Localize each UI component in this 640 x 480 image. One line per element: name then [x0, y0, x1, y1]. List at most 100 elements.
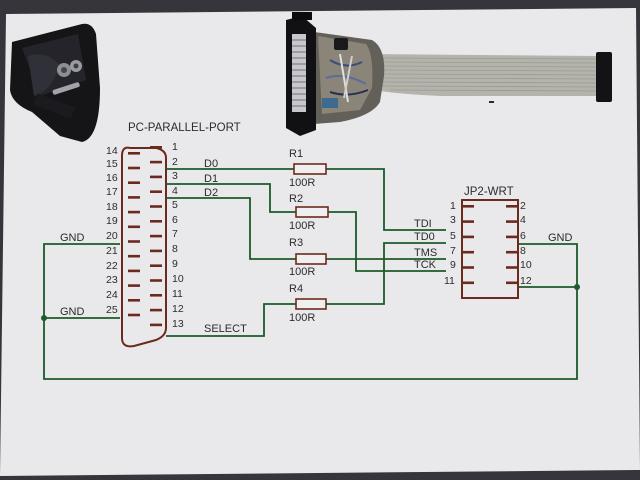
db25-pin-bar-23 — [128, 284, 140, 287]
jp2-pin-6: 6 — [520, 230, 526, 242]
jp2-pin-bars — [462, 205, 518, 285]
jp2-pin-bar-1 — [462, 205, 474, 208]
db25-pin-bar-25 — [128, 313, 140, 317]
db25-pin-bar-11 — [150, 294, 162, 297]
net-label-tms: TMS — [414, 247, 437, 259]
jp2-pin-bar-8 — [506, 250, 518, 254]
resistor-r1: R1 100R — [289, 148, 327, 189]
db25-pin-bars — [128, 146, 162, 327]
net-label-select: SELECT — [204, 323, 247, 335]
resistor-r3-value: 100R — [289, 266, 315, 278]
resistor-r1-ref: R1 — [289, 148, 303, 160]
db25-pin-7: 7 — [172, 228, 178, 240]
db25-right-pins: 1 2 3 4 5 6 7 8 9 10 11 12 13 — [172, 141, 184, 330]
db25-pin-2: 2 — [172, 156, 178, 168]
resistor-r3: R3 100R — [289, 237, 327, 278]
jp2-pin-7: 7 — [450, 245, 456, 257]
db25-pin-17: 17 — [106, 186, 118, 198]
junction-dot-right — [574, 284, 580, 290]
db25-pin-bar-9 — [150, 264, 162, 267]
jp2-pin-11: 11 — [444, 275, 455, 287]
db25-pin-12: 12 — [172, 303, 184, 315]
trace-r1-tdi — [326, 168, 446, 231]
schematic: PC-PARALLEL-PORT 14 15 16 17 18 19 20 21… — [41, 101, 580, 380]
resistor-r4: R4 100R — [289, 283, 327, 324]
jp2-pin-2: 2 — [520, 200, 526, 212]
db25-pin-9: 9 — [172, 258, 178, 270]
db25-pin-bar-7 — [150, 234, 162, 238]
resistor-r1-value: 100R — [289, 177, 315, 189]
jp2-header-symbol: JP2-WRT — [461, 186, 519, 299]
db25-pin-20: 20 — [106, 230, 118, 242]
db25-pin-15: 15 — [106, 158, 118, 170]
jp2-pin-bar-3 — [462, 220, 474, 223]
db25-pin-bar-19 — [128, 225, 140, 229]
db25-pin-bar-17 — [128, 196, 140, 199]
jp2-title: JP2-WRT — [464, 186, 514, 198]
net-label-tdo: TD0 — [414, 231, 435, 243]
jp2-pin-bar-7 — [462, 250, 474, 254]
connector-shell-open — [10, 23, 100, 142]
resistor-r4-ref: R4 — [289, 283, 303, 295]
db25-pin-24: 24 — [106, 289, 118, 301]
db25-pin-3: 3 — [172, 170, 178, 182]
db25-pin-bar-20 — [128, 240, 140, 243]
db25-pin-bar-3 — [150, 175, 162, 179]
db25-pin-1: 1 — [172, 141, 178, 153]
jp2-left-pins: 1 3 5 7 9 11 — [444, 200, 456, 287]
resistor-r2-ref: R2 — [289, 193, 303, 205]
db25-pin-25: 25 — [106, 304, 118, 316]
db25-pin-bar-21 — [128, 254, 140, 258]
db25-plug-with-ribbon-cable — [286, 12, 612, 136]
net-label-gnd-3: GND — [548, 232, 573, 244]
db25-connector-symbol: PC-PARALLEL-PORT — [121, 122, 241, 348]
resistor-r2: R2 100R — [289, 193, 329, 232]
jp2-pin-8: 8 — [520, 245, 526, 257]
db25-pin-16: 16 — [106, 172, 118, 184]
db25-pin-bar-16 — [128, 181, 140, 184]
paper-sheet — [0, 8, 640, 476]
trace-d1 — [166, 183, 296, 213]
jp2-pin-12: 12 — [520, 275, 532, 287]
paper-mark — [489, 101, 494, 103]
wire-traces — [43, 168, 578, 380]
db25-pin-bar-14 — [128, 152, 140, 155]
db25-pin-4: 4 — [172, 185, 178, 197]
db25-title: PC-PARALLEL-PORT — [128, 122, 241, 134]
db25-pin-bar-22 — [128, 269, 140, 273]
junction-dot-left — [41, 315, 47, 321]
jp2-pin-9: 9 — [450, 259, 456, 271]
resistor-r4-value: 100R — [289, 312, 315, 324]
jp2-pin-4: 4 — [520, 214, 526, 226]
db25-pin-bar-6 — [150, 220, 162, 223]
trace-d2 — [166, 197, 296, 260]
db25-pin-bar-24 — [128, 299, 140, 302]
trace-r4-tdo — [326, 242, 446, 305]
db25-pin-23: 23 — [106, 274, 118, 286]
jp2-pin-bar-4 — [506, 220, 518, 223]
resistor-r3-ref: R3 — [289, 237, 303, 249]
jp2-pin-bar-2 — [506, 205, 518, 208]
db25-pin-8: 8 — [172, 243, 178, 255]
jp2-pin-bar-6 — [506, 235, 518, 239]
jp2-pin-bar-12 — [506, 281, 518, 285]
db25-pin-bar-4 — [150, 190, 162, 193]
db25-pin-18: 18 — [106, 201, 118, 213]
net-label-d2: D2 — [204, 187, 218, 199]
db25-pin-bar-15 — [128, 166, 140, 170]
trace-gnd-loop — [43, 243, 578, 380]
db25-pin-bar-2 — [150, 160, 162, 164]
db25-pin-22: 22 — [106, 260, 118, 272]
db25-left-pins: 14 15 16 17 18 19 20 21 22 23 24 25 — [106, 145, 118, 316]
db25-pin-21: 21 — [106, 245, 118, 257]
db25-pin-bar-10 — [150, 279, 162, 282]
db25-pin-11: 11 — [172, 288, 183, 300]
jp2-pin-5: 5 — [450, 230, 456, 242]
jp2-pin-bar-9 — [462, 266, 474, 269]
db25-pin-bar-18 — [128, 210, 140, 214]
net-label-gnd-2: GND — [60, 306, 85, 318]
net-label-d1: D1 — [204, 173, 218, 185]
db25-pin-bar-13 — [150, 323, 162, 327]
db25-pin-bar-5 — [150, 205, 162, 208]
jp2-pin-10: 10 — [520, 259, 532, 271]
